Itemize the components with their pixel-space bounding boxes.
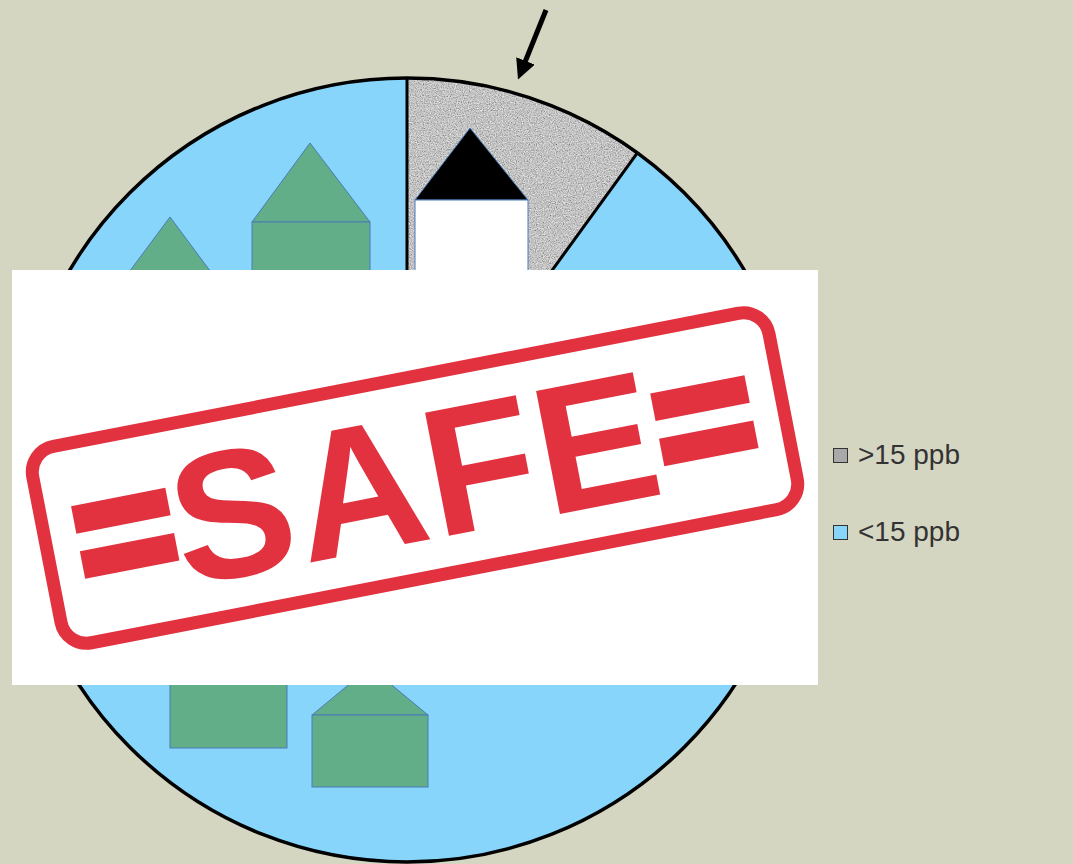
stamp-border xyxy=(28,308,802,647)
house-roof xyxy=(415,128,528,200)
legend-entry: <15 ppb xyxy=(833,516,960,548)
stamp-background xyxy=(12,270,818,685)
legend-swatch xyxy=(833,448,848,463)
house-roof xyxy=(252,143,370,222)
legend-label: <15 ppb xyxy=(858,516,960,548)
legend-entry: >15 ppb xyxy=(833,439,960,471)
legend-label: >15 ppb xyxy=(858,439,960,471)
pointer-arrow xyxy=(521,10,546,72)
legend-swatch xyxy=(833,525,848,540)
house-body xyxy=(312,715,428,787)
stamp-graphic xyxy=(28,308,802,647)
